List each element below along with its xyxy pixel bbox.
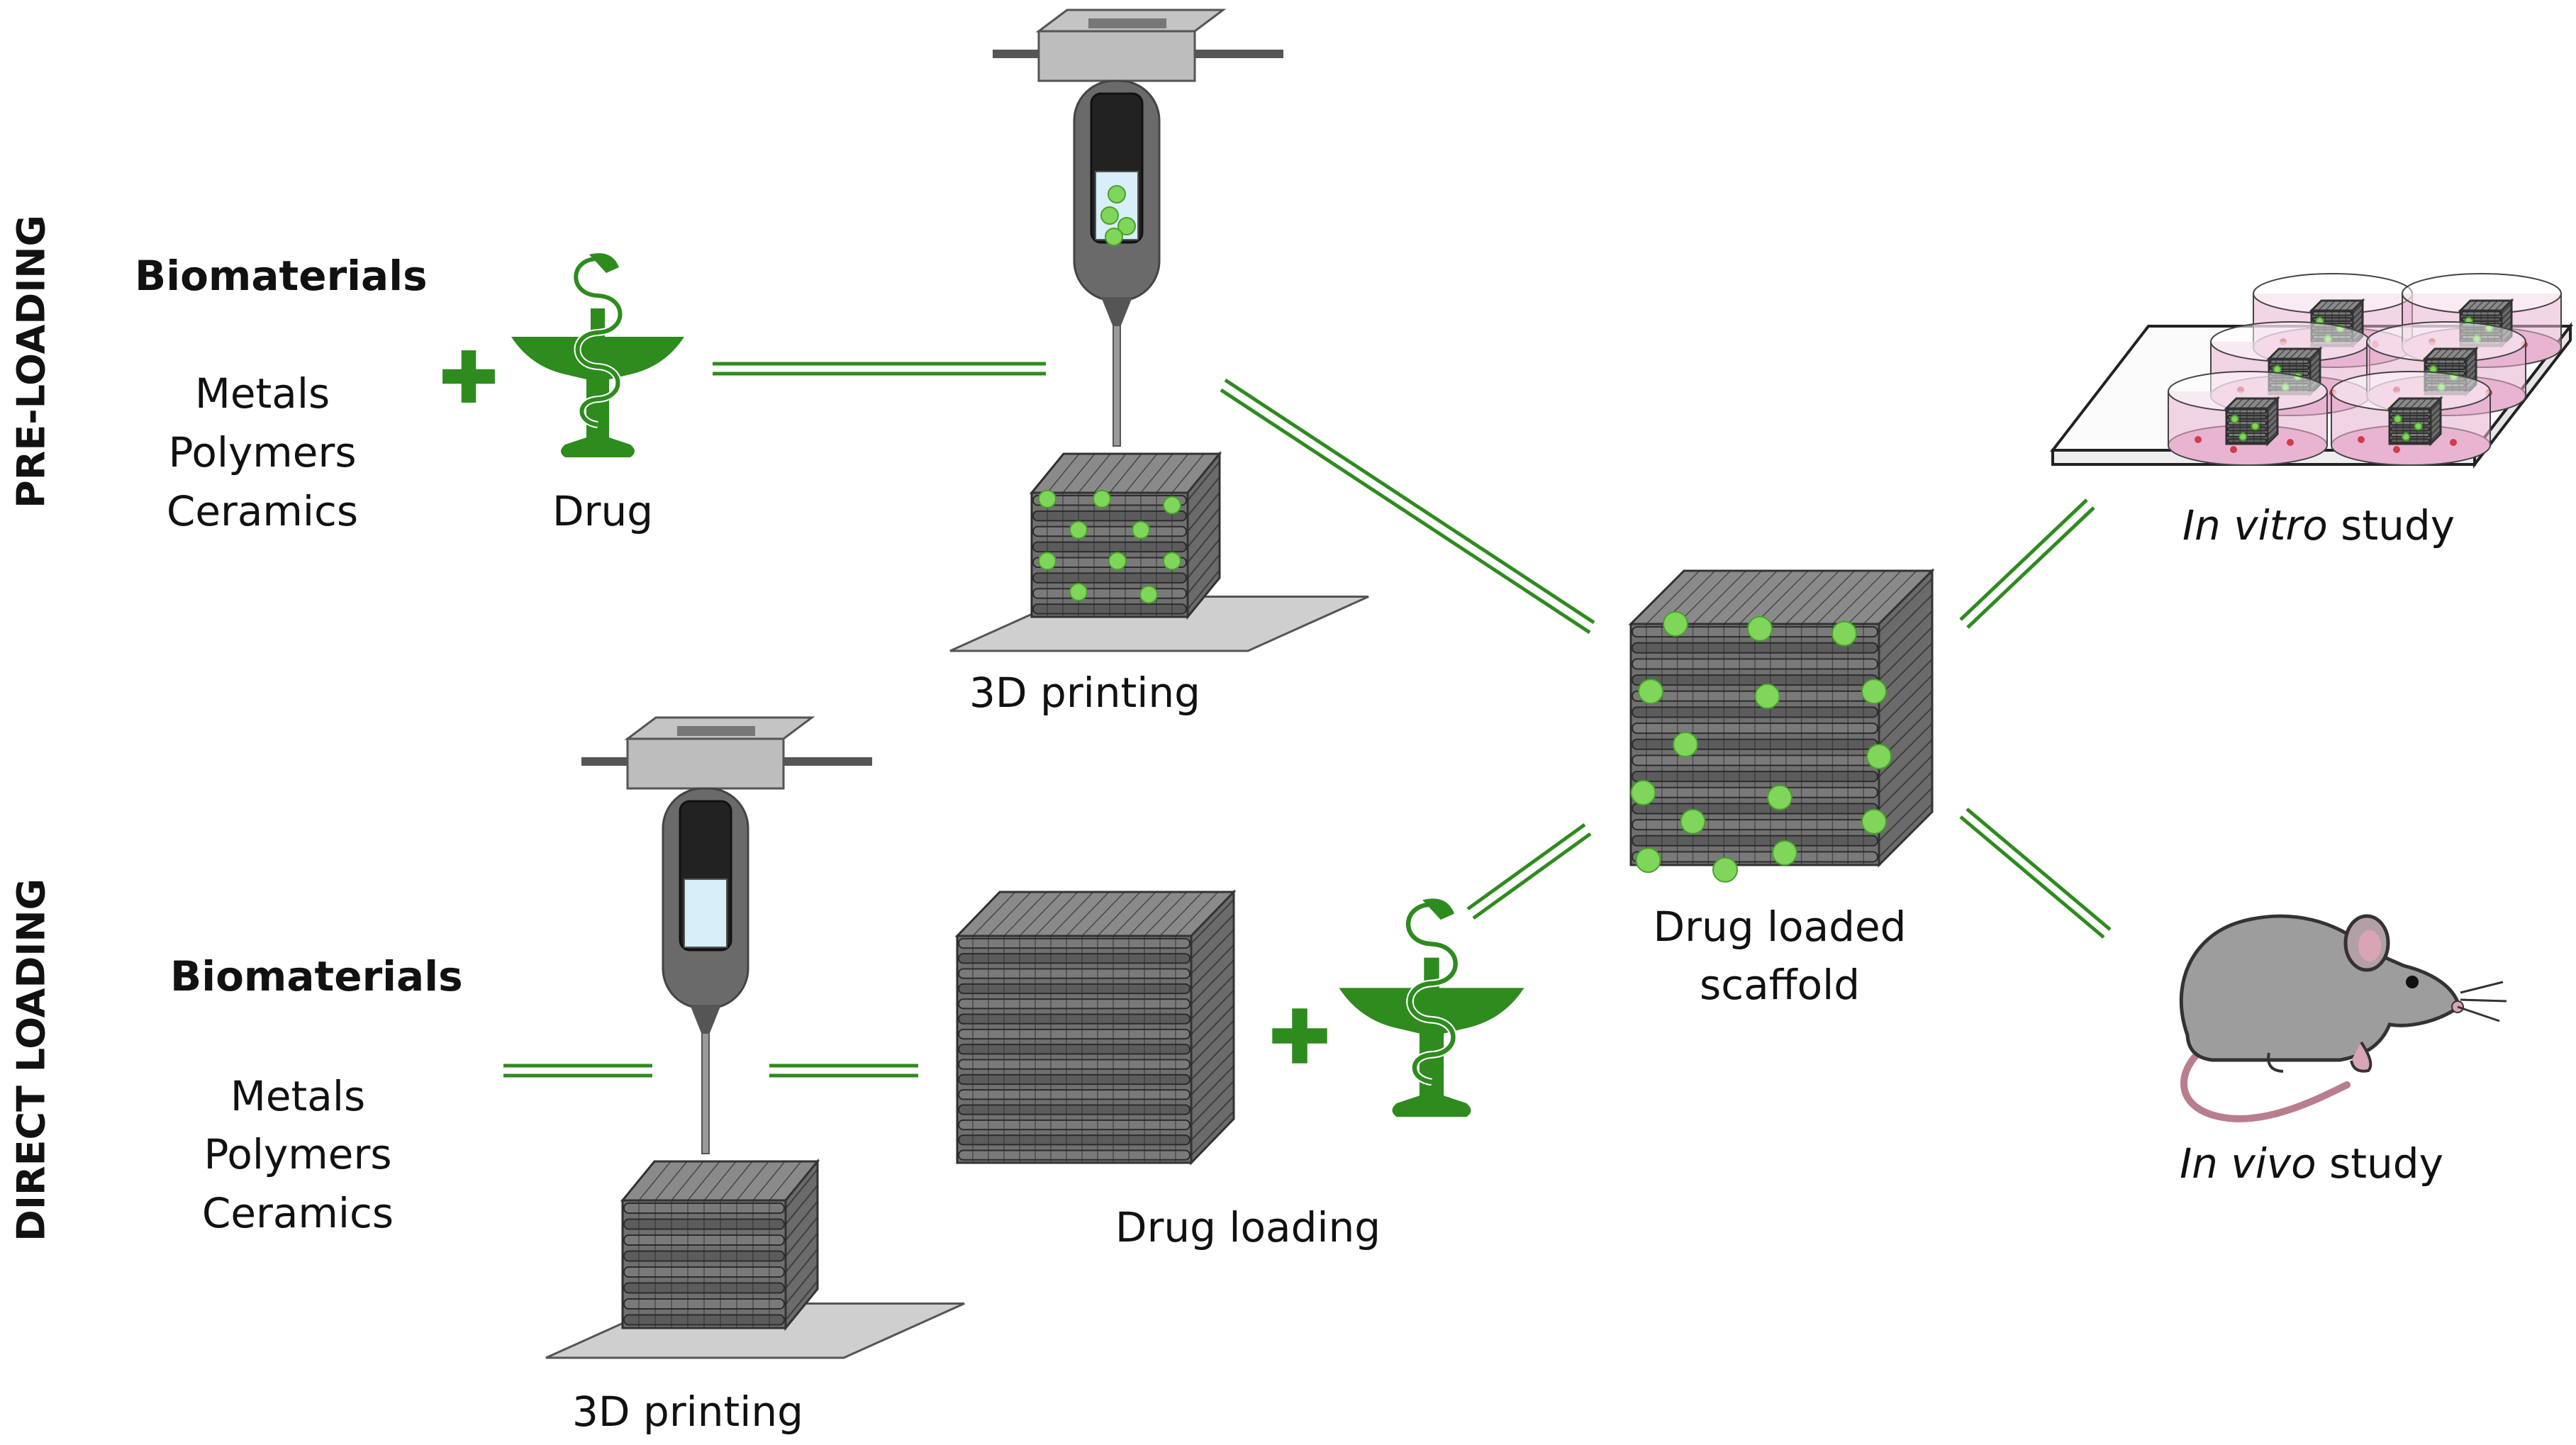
in-vitro-study-label: In vitro study [2141, 496, 2496, 554]
pre-printed-scaffold-icon [949, 450, 1369, 652]
pre-material-metals: Metals [194, 369, 330, 418]
direct-syringe-printer-icon [581, 716, 872, 1154]
in-vitro-rest: study [2327, 501, 2455, 549]
drug-loaded-scaffold-line1: Drug loaded [1653, 903, 1907, 951]
direct-connector-right [769, 1064, 918, 1078]
in-vivo-rest: study [2316, 1139, 2443, 1188]
direct-scaffold-cube-icon [954, 889, 1237, 1166]
direct-to-scaffold-connector [1466, 822, 1592, 920]
drug-loading-label: Drug loading [1115, 1203, 1381, 1251]
mouse-icon [2179, 914, 2507, 1122]
direct-material-ceramics: Ceramics [201, 1189, 394, 1237]
direct-loading-section-label: DIRECT LOADING [9, 878, 54, 1242]
direct-3d-printing-label: 3D printing [572, 1388, 803, 1436]
in-vivo-italic: In vivo [2180, 1139, 2316, 1188]
direct-drug-icon [1339, 898, 1524, 1117]
pre-syringe-printer-icon [993, 9, 1283, 447]
pre-loading-section-label: PRE-LOADING [9, 215, 54, 508]
pre-material-polymers: Polymers [168, 428, 357, 476]
pre-connector [713, 362, 1046, 376]
pre-material-ceramics: Ceramics [166, 487, 359, 535]
to-in-vivo-connector [1959, 808, 2112, 939]
direct-connector-left [503, 1064, 652, 1078]
direct-printed-scaffold-icon [545, 1158, 965, 1359]
pre-plus-icon [442, 350, 495, 403]
direct-plus-icon [1272, 1008, 1327, 1064]
in-vitro-italic: In vitro [2182, 501, 2328, 549]
pre-drug-icon [511, 253, 684, 457]
pre-to-scaffold-connector [1220, 378, 1595, 635]
pre-drug-label: Drug [552, 487, 654, 535]
drug-loaded-scaffold-icon [1628, 568, 1935, 883]
pre-biomaterials-title: Biomaterials [135, 252, 428, 300]
well-plate-icon [2049, 273, 2574, 469]
drug-loaded-scaffold-label: Drug loaded scaffold [1617, 898, 1943, 1015]
to-in-vitro-connector [1959, 498, 2095, 629]
direct-material-metals: Metals [230, 1072, 366, 1120]
direct-material-polymers: Polymers [203, 1130, 392, 1178]
in-vivo-study-label: In vivo study [2134, 1134, 2489, 1193]
pre-3d-printing-label: 3D printing [969, 669, 1200, 717]
drug-loaded-scaffold-line2: scaffold [1699, 961, 1861, 1010]
direct-biomaterials-title: Biomaterials [170, 952, 463, 1000]
